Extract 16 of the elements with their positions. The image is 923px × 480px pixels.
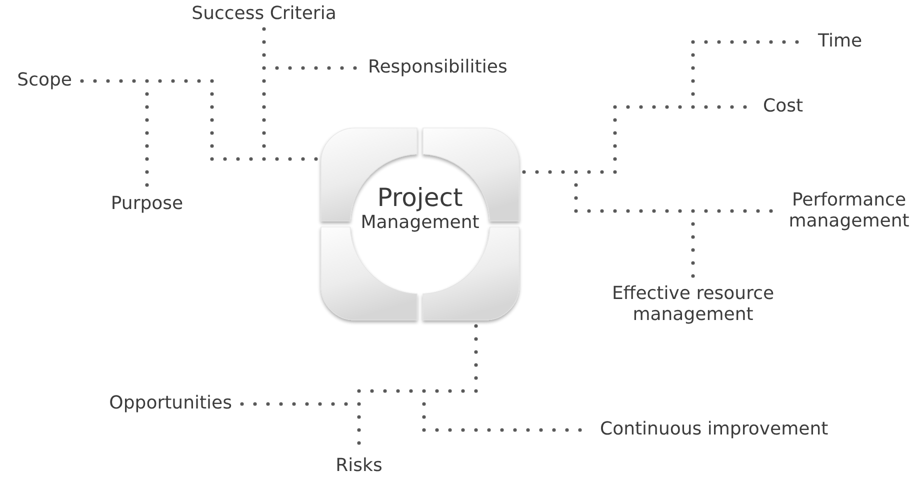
dotted-connector: [262, 26, 266, 70]
branch-label: Scope: [11, 70, 78, 92]
branch-label: Opportunities: [103, 392, 238, 416]
branch-label: Performance management: [778, 189, 920, 233]
branch-label: Effective resource management: [593, 283, 793, 326]
branch-label: Risks: [330, 455, 388, 478]
center-subtitle: Management: [360, 213, 480, 233]
branch-label: Responsibilities: [362, 56, 514, 80]
branch-label: Cost: [757, 96, 810, 118]
branch-label: Success Criteria: [186, 3, 342, 26]
dotted-connector: [78, 79, 149, 83]
branch-label: Continuous improvement: [594, 418, 834, 442]
branch-label: Purpose: [104, 193, 190, 216]
branch-label: Time: [812, 30, 868, 54]
center-title: Project: [377, 184, 463, 212]
dotted-connector: [238, 402, 361, 406]
